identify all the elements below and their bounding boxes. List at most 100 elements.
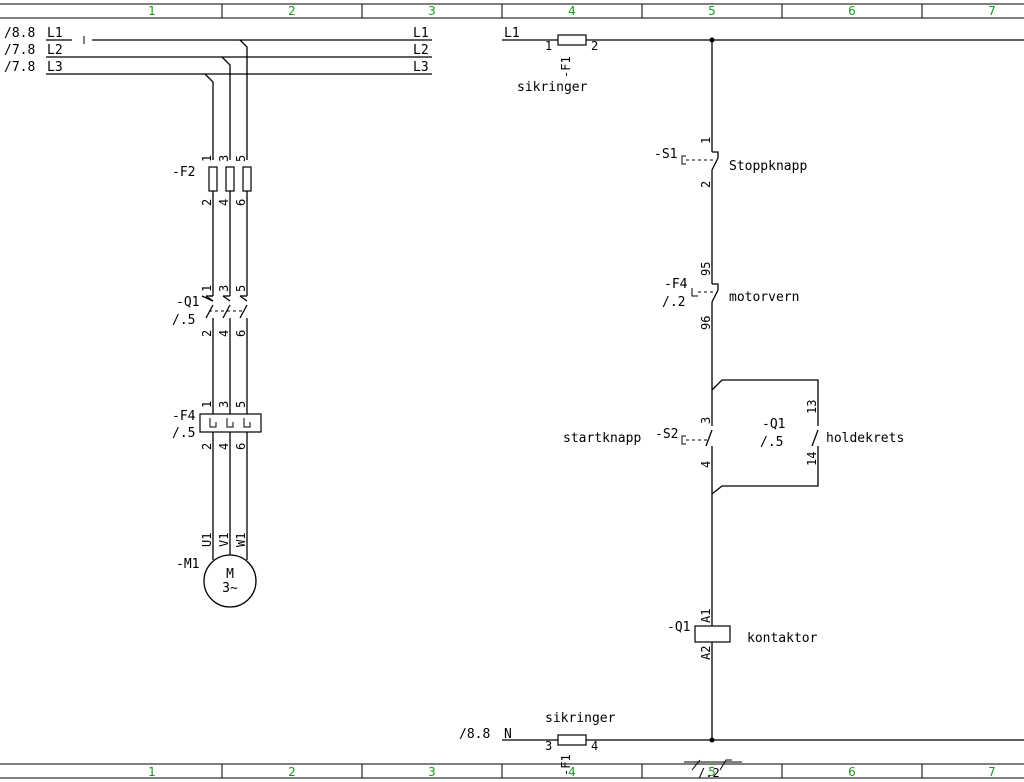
contactor-q1-pin-top: 3 xyxy=(217,285,231,292)
phase-label-l1-right: L1 xyxy=(413,26,429,41)
coil-label: kontaktor xyxy=(747,631,818,646)
stop-button-s1: -S1 1 2 Stoppknapp xyxy=(654,137,807,188)
overload-f4-pin-top: 1 xyxy=(200,401,214,408)
motor-symbol xyxy=(203,554,257,608)
control-phase-l1: L1 xyxy=(504,26,520,41)
holding-contact-tag: -Q1 xyxy=(762,417,785,432)
overload-f4-pin-bottom: 6 xyxy=(234,443,248,450)
column-number-bottom: 5 xyxy=(708,765,716,779)
overload-f4-pin-top: 3 xyxy=(217,401,231,408)
column-number-top: 2 xyxy=(288,4,296,18)
column-number-bottom: 4 xyxy=(568,765,576,779)
overload-f4-pin-top: 5 xyxy=(234,401,248,408)
phase-label-l3-left: L3 xyxy=(47,60,63,75)
column-number-top: 3 xyxy=(428,4,436,18)
contactor-q1-tag: -Q1 xyxy=(176,295,199,310)
start-button-pin-top: 3 xyxy=(699,417,713,424)
holding-contact-pin-bottom: 14 xyxy=(805,452,819,466)
contactor-q1-pin-top: 1 xyxy=(200,285,214,292)
fuse-f1-top-pin-left: 1 xyxy=(545,39,552,53)
contactor-q1-pin-bottom: 4 xyxy=(217,330,231,337)
power-conductors xyxy=(212,318,248,414)
motor-protection-pin-bottom: 96 xyxy=(699,316,713,330)
coil-pin-top: A1 xyxy=(699,609,713,623)
motor-protection-label: motorvern xyxy=(729,290,799,305)
stop-button-label: Stoppknapp xyxy=(729,159,807,174)
phase-label-l2-left: L2 xyxy=(47,43,63,58)
fuse-f2-pin-bottom: 4 xyxy=(217,199,231,206)
start-button-s2: startknapp -S2 3 4 xyxy=(563,417,713,468)
column-number-bottom: 1 xyxy=(148,765,156,779)
coil-symbol xyxy=(694,625,731,643)
fuse-f1-top-label: sikringer xyxy=(517,80,588,95)
crossref-contact: /.2 xyxy=(698,766,720,780)
fuse-f1-top-pin-right: 2 xyxy=(591,39,598,53)
motor-protection-pin-top: 95 xyxy=(699,262,713,276)
fuse-f1-bottom-tag: -F1 xyxy=(559,754,573,776)
contactor-q1-pin-top: 5 xyxy=(234,285,248,292)
motor-m1-tag: -M1 xyxy=(176,557,199,572)
column-number-top: 4 xyxy=(568,4,576,18)
column-number-bottom: 6 xyxy=(848,765,856,779)
power-supply-bus: /8.8 /7.8 /7.8 L1 L2 L3 L1 L2 L3 xyxy=(4,26,432,160)
overload-f4-pin-bottom: 2 xyxy=(200,443,214,450)
motor-terminal-w1: W1 xyxy=(234,533,248,547)
contactor-q1-pin-bottom: 2 xyxy=(200,330,214,337)
column-number-bottom: 7 xyxy=(988,765,996,779)
column-number-top: 5 xyxy=(708,4,716,18)
contactor-coil-q1: -Q1 A1 A2 kontaktor xyxy=(667,609,818,660)
control-bottom-rail: /8.8 N sikringer 3 4 -F1 /.2 xyxy=(459,711,1024,780)
power-conductors xyxy=(212,191,248,296)
motor-symbol-m: M xyxy=(226,567,234,582)
motor-terminal-v1: V1 xyxy=(217,533,231,547)
motor-protection-ref: /.2 xyxy=(662,295,685,310)
stop-button-pin-top: 1 xyxy=(699,137,713,144)
column-number-top: 6 xyxy=(848,4,856,18)
holding-contact-ref: /.5 xyxy=(760,435,783,450)
motor-protection-tag: -F4 xyxy=(664,277,688,292)
contactor-q1-pin-bottom: 6 xyxy=(234,330,248,337)
start-button-pin-bottom: 4 xyxy=(699,461,713,468)
junction-dot xyxy=(709,737,715,743)
control-fuse-f1-top xyxy=(557,34,587,46)
control-fuse-f1-bottom xyxy=(557,734,587,746)
stop-button-pin-bottom: 2 xyxy=(699,181,713,188)
fuse-f1-bottom-pin-left: 3 xyxy=(545,739,552,753)
stop-button-tag: -S1 xyxy=(654,147,677,162)
holding-contact-label: holdekrets xyxy=(826,431,904,446)
fuse-f2-tag: -F2 xyxy=(172,165,195,180)
phase-label-l2-right: L2 xyxy=(413,43,429,58)
start-button-label: startknapp xyxy=(563,431,641,446)
contactor-q1-ref: /.5 xyxy=(172,313,195,328)
column-number-bottom: 2 xyxy=(288,765,296,779)
holding-circuit: -Q1 /.5 13 14 holdekrets xyxy=(711,379,904,495)
supply-ref-l2: /7.8 xyxy=(4,43,35,58)
overload-f4-pin-bottom: 4 xyxy=(217,443,231,450)
motor-symbol-3ac: 3~ xyxy=(222,581,238,596)
column-number-top: 1 xyxy=(148,4,156,18)
fuse-f2-pin-bottom: 2 xyxy=(200,199,214,206)
drawing-frame: 1 2 3 4 5 6 7 1 2 3 4 5 6 7 xyxy=(0,3,1024,779)
fuse-f1-bottom-pin-right: 4 xyxy=(591,739,598,753)
fuse-f1-top-tag: -F1 xyxy=(559,56,573,78)
phase-label-l1-left: L1 xyxy=(47,26,63,41)
holding-contact-pin-top: 13 xyxy=(805,400,819,414)
fuse-f1-bottom-label: sikringer xyxy=(545,711,616,726)
fuse-f2-pin-top: 5 xyxy=(234,155,248,162)
column-number-bottom: 3 xyxy=(428,765,436,779)
overload-f4-tag: -F4 xyxy=(172,409,196,424)
supply-ref-l3: /7.8 xyxy=(4,60,35,75)
motor-terminal-u1: U1 xyxy=(200,533,214,547)
bottom-ref: /8.8 xyxy=(459,727,490,742)
contactor-q1-main: -Q1 /.5 1 3 5 2 4 6 xyxy=(172,285,248,337)
start-button-tag: -S2 xyxy=(655,427,678,442)
overload-f4-ref: /.5 xyxy=(172,426,195,441)
control-top-rail: L1 1 2 -F1 sikringer xyxy=(502,26,1024,95)
fuse-group-f2: -F2 1 3 5 2 4 6 xyxy=(172,155,252,206)
supply-ref-l1: /8.8 xyxy=(4,26,35,41)
phase-label-l3-right: L3 xyxy=(413,60,429,75)
coil-tag: -Q1 xyxy=(667,620,690,635)
fuse-f2-pin-bottom: 6 xyxy=(234,199,248,206)
motor-protection-f4: -F4 /.2 95 96 motorvern xyxy=(662,262,799,330)
